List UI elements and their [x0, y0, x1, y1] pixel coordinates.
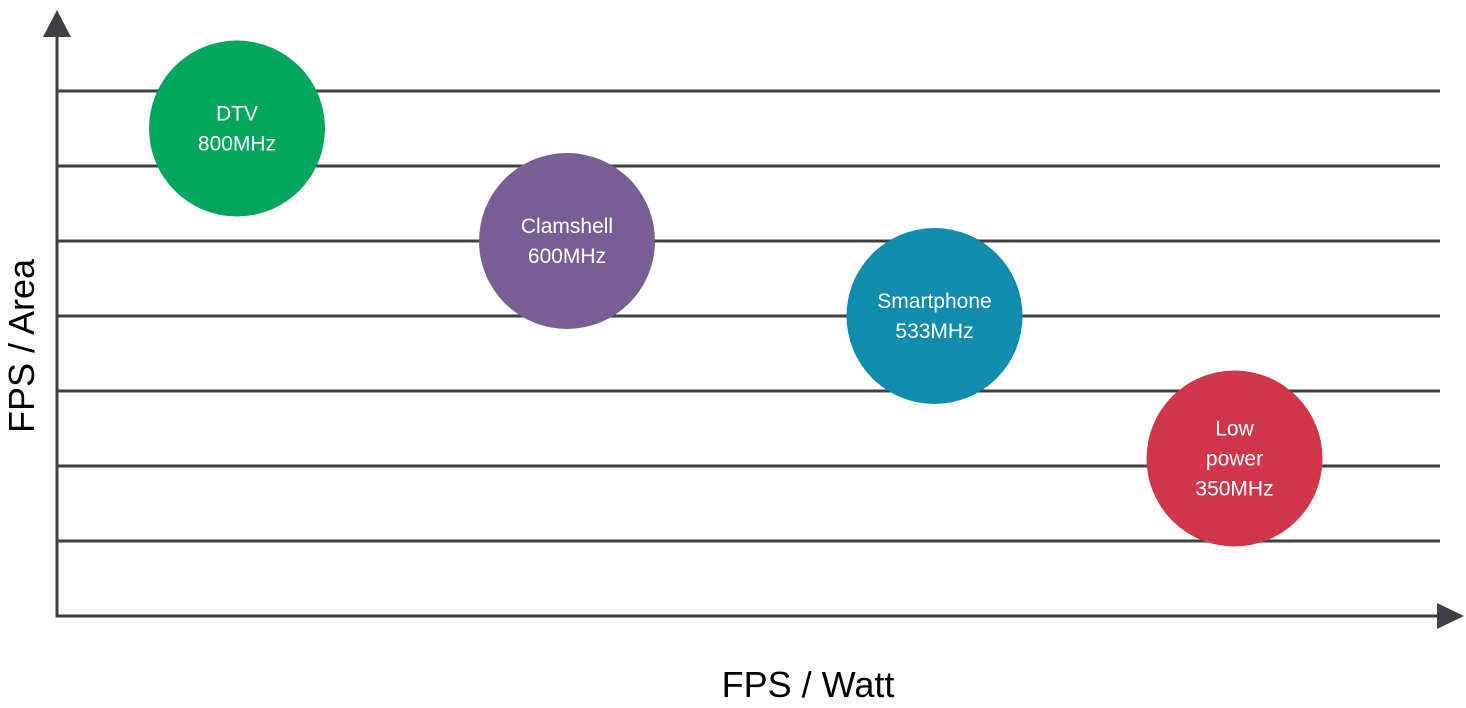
- bubble-label: DTV: [216, 103, 258, 126]
- bubble-label: Low: [1215, 418, 1254, 441]
- bubble-label: power: [1206, 448, 1263, 471]
- bubble-label: 800MHz: [198, 133, 276, 156]
- bubble-circle: [846, 228, 1023, 404]
- bubble-clamshell: Clamshell 600MHz: [479, 153, 655, 329]
- bubble-low-power: Low power 350MHz: [1146, 370, 1323, 547]
- bubble-label: Smartphone: [877, 290, 991, 313]
- x-axis-title: FPS / Watt: [722, 664, 895, 705]
- bubble-circle: [149, 40, 325, 217]
- bubble-label: Clamshell: [521, 215, 613, 238]
- bubble-dtv: DTV 800MHz: [149, 40, 325, 217]
- bubble-label: 350MHz: [1195, 478, 1273, 501]
- bubble-circle: [479, 153, 655, 329]
- axes: [43, 10, 1464, 629]
- bubble-label: 600MHz: [528, 245, 606, 268]
- x-axis-arrow-icon: [1437, 603, 1464, 629]
- y-axis-title: FPS / Area: [1, 258, 42, 433]
- bubble-smartphone: Smartphone 533MHz: [846, 228, 1023, 404]
- bubble-label: 533MHz: [895, 320, 973, 343]
- bubble-circle: [1146, 370, 1323, 547]
- y-axis-arrow-icon: [43, 10, 71, 37]
